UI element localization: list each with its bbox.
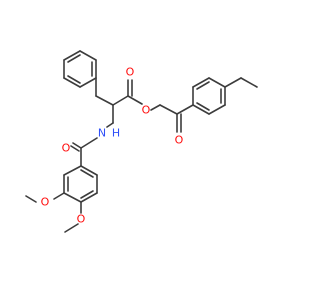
ester-oxygen-label: O [142,104,151,117]
dimethoxyphenyl-ring [25,165,98,233]
ketone-oxygen-label: O [175,134,184,147]
methoxy-oxygen-2-label: O [77,213,86,226]
amide-hydrogen-label: H [112,127,120,140]
ester-group [127,79,178,115]
ketone-group [176,104,194,133]
molecule-structure-diagram: O O O N H O O O [25,50,258,233]
amide-nitrogen-label: N [98,127,106,140]
methoxy-oxygen-1-label: O [41,196,50,209]
phenyl-ring [63,50,97,88]
amide-group [70,122,114,167]
ethylphenyl-ring [192,77,258,115]
amide-oxygen-label: O [62,142,71,155]
backbone-bonds [95,77,129,124]
ester-carbonyl-oxygen-label: O [126,66,135,79]
